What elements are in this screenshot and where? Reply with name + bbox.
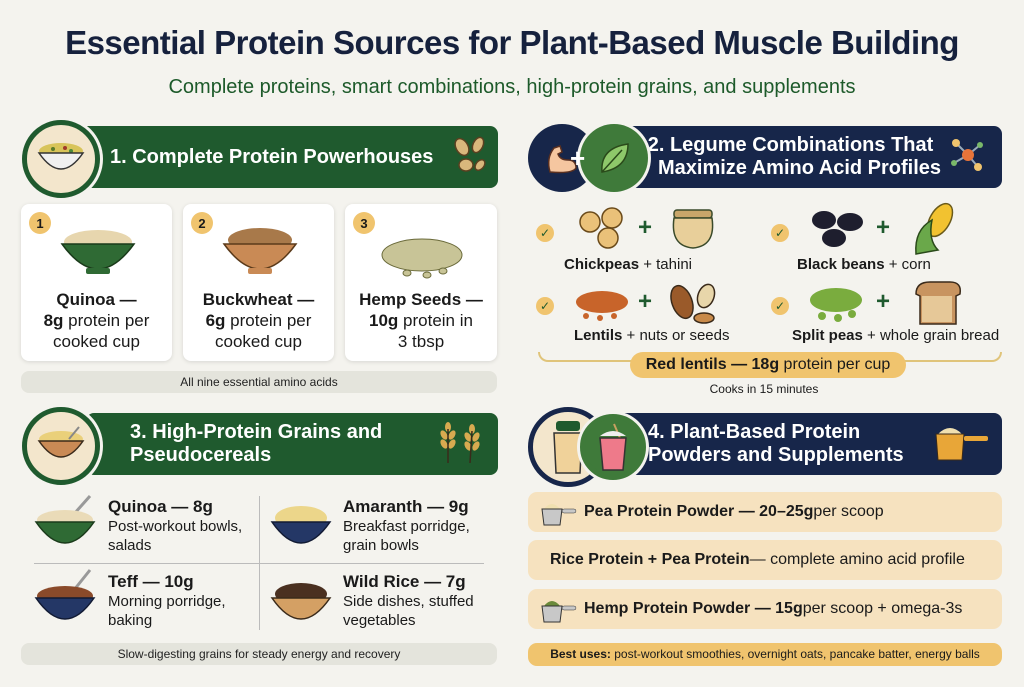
section1-footer: All nine essential amino acids: [21, 371, 497, 393]
hemp-seeds-icon: [381, 238, 463, 279]
grid-divider-horizontal: [34, 563, 484, 564]
nuts-seeds-icon: [670, 283, 716, 324]
card-name: Quinoa —: [56, 290, 137, 309]
black-beans-icon: [812, 211, 863, 247]
wild-rice-bowl-icon: [270, 583, 332, 620]
grain-quinoa: Quinoa — 8g Post-workout bowls, salads: [108, 497, 243, 554]
plus-icon: +: [876, 288, 891, 315]
section1-title: 1. Complete Protein Powerhouses: [110, 145, 434, 168]
section4-title-line1: 4. Plant-Based Protein: [648, 421, 861, 443]
page-title: Essential Protein Sources for Plant-Base…: [65, 24, 959, 61]
leaf-icon: [580, 124, 648, 192]
lentils-icon: [576, 291, 628, 321]
seeds-icon: [452, 135, 486, 180]
bread-icon: [915, 281, 962, 325]
wheat-icon: [434, 419, 486, 470]
number-badge: 1: [29, 212, 51, 234]
quinoa-bowl-icon: [34, 495, 96, 544]
grain-teff: Teff — 10g Morning porridge, baking: [108, 572, 226, 629]
combo-lentils-nuts: Lentils + nuts or seeds: [574, 327, 730, 344]
scoop-icon: [932, 420, 990, 469]
section3-banner: 3. High-Protein Grains and Pseudocereals: [86, 413, 498, 475]
buckwheat-bowl-icon: [222, 228, 298, 274]
page-subtitle: Complete proteins, smart combinations, h…: [168, 76, 856, 98]
section4-banner: 4. Plant-Based Protein Powders and Suppl…: [610, 413, 1002, 475]
combo-splitpeas-bread: Split peas + whole grain bread: [792, 327, 1000, 344]
bowl-icon: [22, 120, 100, 198]
grain-wild-rice: Wild Rice — 7g Side dishes, stuffed vege…: [343, 572, 474, 629]
plus-icon: +: [638, 288, 653, 315]
number-badge: 3: [353, 212, 375, 234]
section2-title-line2: Maximize Amino Acid Profiles: [658, 157, 942, 179]
plus-icon: +: [638, 214, 653, 241]
best-uses-note: Best uses: post-workout smoothies, overn…: [528, 643, 1002, 666]
split-peas-icon: [810, 288, 862, 322]
check-icon: ✓: [771, 224, 789, 242]
teff-bowl-icon: [34, 569, 96, 620]
tahini-jar-icon: [672, 209, 714, 249]
red-lentils-highlight: Red lentils — 18g protein per cup: [630, 352, 906, 378]
section3-title-line1: 3. High-Protein Grains and: [130, 421, 383, 443]
supplement-row-pea: Pea Protein Powder — 20–25g per scoop: [528, 492, 1002, 532]
section1-banner: 1. Complete Protein Powerhouses: [62, 126, 498, 188]
combo-blackbeans-corn: Black beans + corn: [797, 256, 931, 273]
scoop-icon: [541, 601, 577, 623]
scoop-icon: [541, 504, 577, 526]
grain-amaranth: Amaranth — 9g Breakfast porridge, grain …: [343, 497, 470, 554]
number-badge: 2: [191, 212, 213, 234]
smoothie-cup-icon: [580, 414, 646, 480]
section2-banner: 2. Legume Combinations That Maximize Ami…: [610, 126, 1002, 188]
supplement-row-hemp: Hemp Protein Powder — 15g per scoop + om…: [528, 589, 1002, 629]
plus-icon: +: [570, 143, 586, 173]
section2-title-line1: 2. Legume Combinations That: [647, 134, 934, 156]
card-name: Buckwheat —: [202, 290, 315, 309]
combo-chickpeas-tahini: Chickpeas + tahini: [564, 256, 693, 273]
plus-icon: +: [876, 214, 891, 241]
cook-time-note: Cooks in 15 minutes: [709, 382, 819, 396]
section3-footer: Slow-digesting grains for steady energy …: [21, 643, 497, 665]
section4-title-line2: Powders and Supplements: [648, 444, 904, 466]
molecule-icon: [948, 135, 988, 180]
protein-card-quinoa: 1 Quinoa — 8g protein per cooked cup: [21, 204, 172, 361]
supplement-row-rice-pea: Rice Protein + Pea Protein — complete am…: [528, 540, 1002, 580]
corn-icon: [915, 202, 954, 255]
porridge-bowl-icon: [22, 407, 100, 485]
check-icon: ✓: [771, 297, 789, 315]
quinoa-bowl-icon: [60, 230, 136, 274]
check-icon: ✓: [536, 224, 554, 242]
check-icon: ✓: [536, 297, 554, 315]
amaranth-bowl-icon: [270, 506, 332, 544]
card-name: Hemp Seeds —: [359, 290, 483, 309]
protein-card-buckwheat: 2 Buckwheat — 6g protein per cooked cup: [183, 204, 334, 361]
protein-card-hemp-seeds: 3 Hemp Seeds — 10g protein in 3 tbsp: [345, 204, 497, 361]
section3-title-line2: Pseudocereals: [130, 444, 272, 466]
chickpeas-icon: [579, 207, 623, 249]
